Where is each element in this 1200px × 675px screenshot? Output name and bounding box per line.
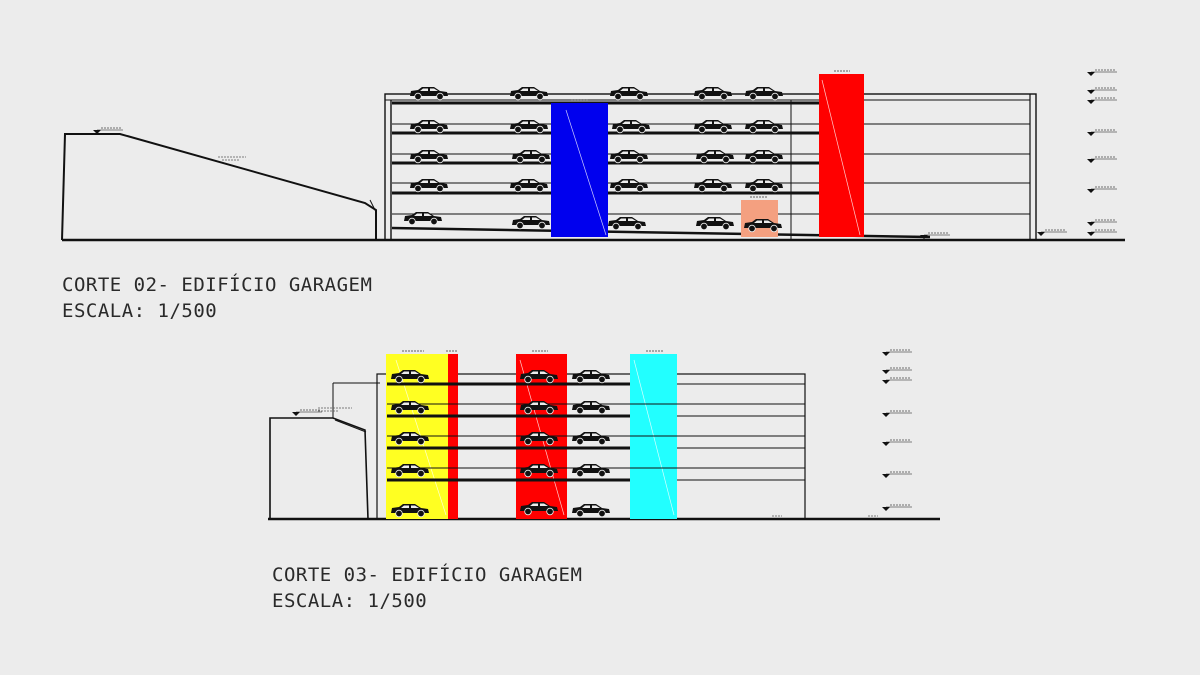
section-03-caption: CORTE 03- EDIFÍCIO GARAGEM ESCALA: 1/500 (272, 562, 582, 614)
car-icon (695, 216, 735, 231)
car-icon (571, 503, 611, 518)
car-icon (744, 119, 784, 134)
car-icon (695, 149, 735, 164)
car-icon (609, 178, 649, 193)
section-02-caption: CORTE 02- EDIFÍCIO GARAGEM ESCALA: 1/500 (62, 272, 372, 324)
level-marker-icon (919, 232, 951, 240)
car-icon (409, 119, 449, 134)
blue-block (551, 103, 608, 237)
level-marker-icon (881, 377, 913, 385)
level-marker-icon (881, 504, 913, 512)
level-marker-icon (1086, 129, 1118, 137)
car-icon (511, 149, 551, 164)
level-marker-icon (1036, 229, 1068, 237)
car-icon (744, 149, 784, 164)
car-icon (693, 86, 733, 101)
car-icon (511, 215, 551, 230)
car-icon (571, 463, 611, 478)
section-03-scale: ESCALA: 1/500 (272, 590, 428, 612)
level-marker-icon (881, 410, 913, 418)
car-icon (509, 86, 549, 101)
car-icon (571, 431, 611, 446)
car-icon (571, 400, 611, 415)
car-icon (744, 178, 784, 193)
level-marker-icon (291, 409, 323, 417)
section-03-title: CORTE 03- EDIFÍCIO GARAGEM (272, 564, 583, 586)
level-marker-icon (1086, 69, 1118, 77)
car-icon (409, 86, 449, 101)
section-03-drawing (268, 349, 940, 521)
section-02-title: CORTE 02- EDIFÍCIO GARAGEM (62, 274, 373, 296)
red-block (819, 74, 864, 237)
level-marker-icon (1086, 219, 1118, 227)
terrain-profile (269, 417, 369, 520)
level-markers (881, 349, 913, 512)
car-icon (509, 119, 549, 134)
floor-slabs (387, 382, 805, 482)
section-02-drawing (61, 69, 1125, 242)
level-marker-icon (1086, 87, 1118, 95)
level-marker-icon (881, 439, 913, 447)
level-marker-icon (1086, 229, 1118, 237)
car-icon (609, 86, 649, 101)
car-icon (409, 178, 449, 193)
level-marker-icon (1086, 186, 1118, 194)
level-marker-icon (1086, 97, 1118, 105)
terrain-profile (61, 133, 377, 241)
level-marker-icon (1086, 156, 1118, 164)
car-icon (409, 149, 449, 164)
level-marker-icon (881, 349, 913, 357)
section-02-scale: ESCALA: 1/500 (62, 300, 218, 322)
car-icon (571, 369, 611, 384)
level-marker-icon (881, 471, 913, 479)
car-icon (744, 86, 784, 101)
car-icon (609, 149, 649, 164)
car-icon (607, 216, 647, 231)
car-icon (509, 178, 549, 193)
car-icon (693, 119, 733, 134)
level-marker-icon (881, 367, 913, 375)
car-icon (611, 119, 651, 134)
car-icon (693, 178, 733, 193)
